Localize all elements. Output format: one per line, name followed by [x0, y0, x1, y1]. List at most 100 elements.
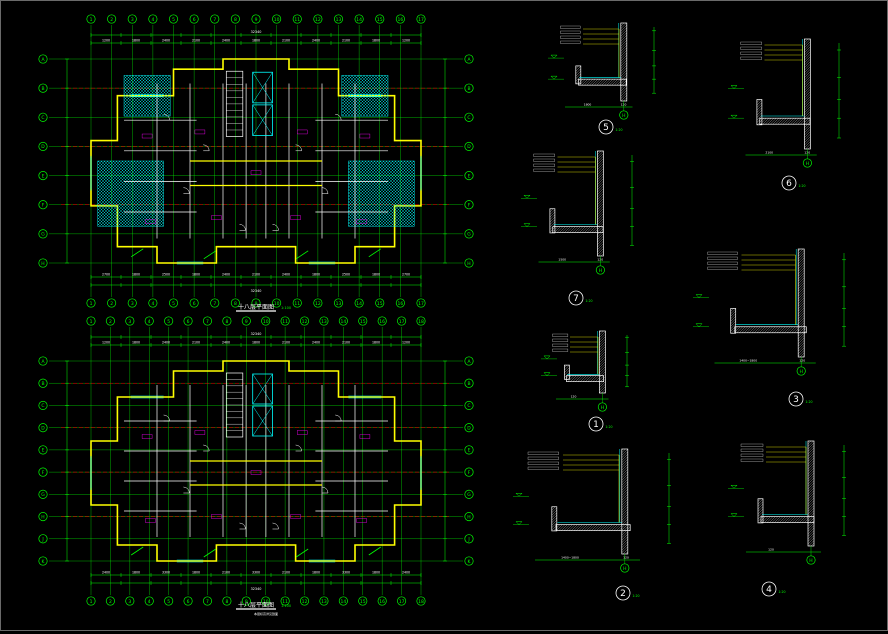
room-tag — [141, 434, 153, 439]
elevation-marker — [543, 372, 551, 376]
axis-top-13-label: 13 — [336, 17, 342, 23]
axis-right-8-label: H — [467, 514, 470, 520]
axis-left-3-label: C — [41, 403, 44, 409]
dim-bottom-text: 2400 — [222, 273, 230, 277]
detail-scale: 1:20 — [615, 128, 622, 132]
room-tag — [359, 133, 371, 139]
axis-bottom-4-label: 4 — [148, 599, 151, 605]
axis-top-16-label: 16 — [379, 319, 385, 325]
detail-slab — [555, 524, 631, 531]
axis-bottom-5-label: 5 — [167, 599, 170, 605]
dim-top-text: 2100 — [282, 341, 290, 345]
axis-bottom-10-circle — [261, 596, 271, 606]
terrace-hatch-br — [348, 160, 415, 227]
room-tag — [194, 430, 206, 435]
axis-bottom-13-label: 13 — [336, 301, 342, 307]
axis-left-1-label: A — [41, 57, 45, 63]
axis-top-12-circle — [313, 14, 323, 24]
axis-bottom-5-circle — [168, 298, 179, 308]
axis-right-3-label: C — [467, 403, 470, 409]
slope-arrow — [368, 546, 382, 556]
axis-bottom-3-circle — [125, 596, 135, 606]
detail-slab — [566, 375, 604, 382]
room-tag — [359, 434, 371, 439]
axis-top-3-label: 3 — [128, 319, 131, 325]
axis-right-3-circle — [464, 400, 474, 410]
axis-left-7-label: G — [41, 232, 45, 238]
axis-bottom-3-label: 3 — [128, 599, 131, 605]
axis-left-1-label: A — [41, 359, 45, 365]
axis-top-11-circle — [280, 316, 290, 326]
axis-top-7-circle — [210, 14, 220, 24]
detail-number-circle — [788, 391, 804, 407]
axis-top-1-circle — [86, 316, 96, 326]
detail-scale: 1:20 — [585, 299, 592, 303]
note-text-placeholder — [707, 266, 738, 270]
detail-dim-text: 1400~1800 — [739, 359, 757, 363]
axis-right-7-label: G — [467, 492, 471, 498]
room-tag — [250, 470, 262, 475]
slope-arrow — [203, 250, 217, 260]
axis-right-9-label: J — [467, 537, 469, 543]
slope-arrow — [295, 250, 309, 260]
axis-bottom-15-circle — [358, 596, 368, 606]
axis-top-10-label: 10 — [274, 17, 280, 23]
dim-bottom-text: 2500 — [162, 273, 170, 277]
detail-scale: 1:20 — [798, 184, 805, 188]
detail-dim-text: 120 — [571, 395, 577, 399]
axis-bottom-6-circle — [183, 596, 193, 606]
axis-right-5-label: E — [468, 448, 471, 454]
door-swing — [183, 187, 190, 194]
axis-bottom-6-label: 6 — [187, 599, 190, 605]
note-text-placeholder — [533, 168, 555, 172]
axis-bottom-13-label: 13 — [321, 599, 327, 605]
elevation-marker — [515, 493, 523, 497]
axis-bottom-11-circle — [280, 596, 290, 606]
detail-wall — [807, 440, 815, 547]
axis-bottom-7-circle — [210, 298, 220, 308]
door-swing — [295, 144, 302, 152]
note-text-placeholder — [527, 461, 559, 465]
axis-right-9-circle — [464, 534, 474, 544]
axis-top-7-label: 7 — [206, 319, 209, 325]
terrace-hatch-left — [123, 75, 171, 117]
axis-left-6-label: F — [42, 470, 45, 476]
dim-top-text: 2400 — [222, 39, 230, 43]
axis-right-2-label: B — [467, 381, 470, 387]
axis-right-1-circle — [464, 356, 474, 366]
building-outline — [90, 360, 422, 562]
axis-left-8-label: H — [41, 261, 44, 267]
axis-top-5-circle — [168, 14, 179, 24]
note-text-placeholder — [533, 153, 555, 157]
axis-top-6-circle — [183, 316, 193, 326]
axis-left-8-label: H — [41, 514, 44, 520]
axis-bottom-3-label: 3 — [131, 301, 134, 307]
axis-top-2-circle — [105, 316, 115, 326]
axis-top-4-label: 4 — [148, 319, 151, 325]
detail-parapet — [564, 364, 570, 380]
axis-bottom-9-label: 9 — [245, 599, 248, 605]
axis-bottom-14-circle — [338, 596, 348, 606]
room-tag — [211, 514, 222, 519]
door-swing — [183, 486, 190, 494]
floor-plan-2: 1122334455667788991010111112121313141415… — [38, 316, 474, 616]
axis-left-3-label: C — [41, 115, 44, 121]
dim-bottom-text: 3300 — [342, 571, 350, 575]
axis-bottom-11-label: 11 — [282, 599, 288, 605]
axis-top-15-circle — [375, 14, 385, 24]
axis-right-3-label: C — [467, 115, 470, 121]
axis-top-6-circle — [189, 14, 199, 24]
dim-bottom-text: 1800 — [192, 571, 200, 575]
detail-wall — [621, 448, 629, 555]
door-swing — [335, 414, 342, 422]
axis-left-5-label: E — [42, 448, 45, 454]
dim-bottom-text: 1800 — [372, 571, 380, 575]
dim-bottom-text: 3300 — [252, 571, 260, 575]
axis-left-10-circle — [38, 556, 48, 566]
dim-bottom-text: 2700 — [402, 273, 410, 277]
axis-top-13-label: 13 — [321, 319, 327, 325]
